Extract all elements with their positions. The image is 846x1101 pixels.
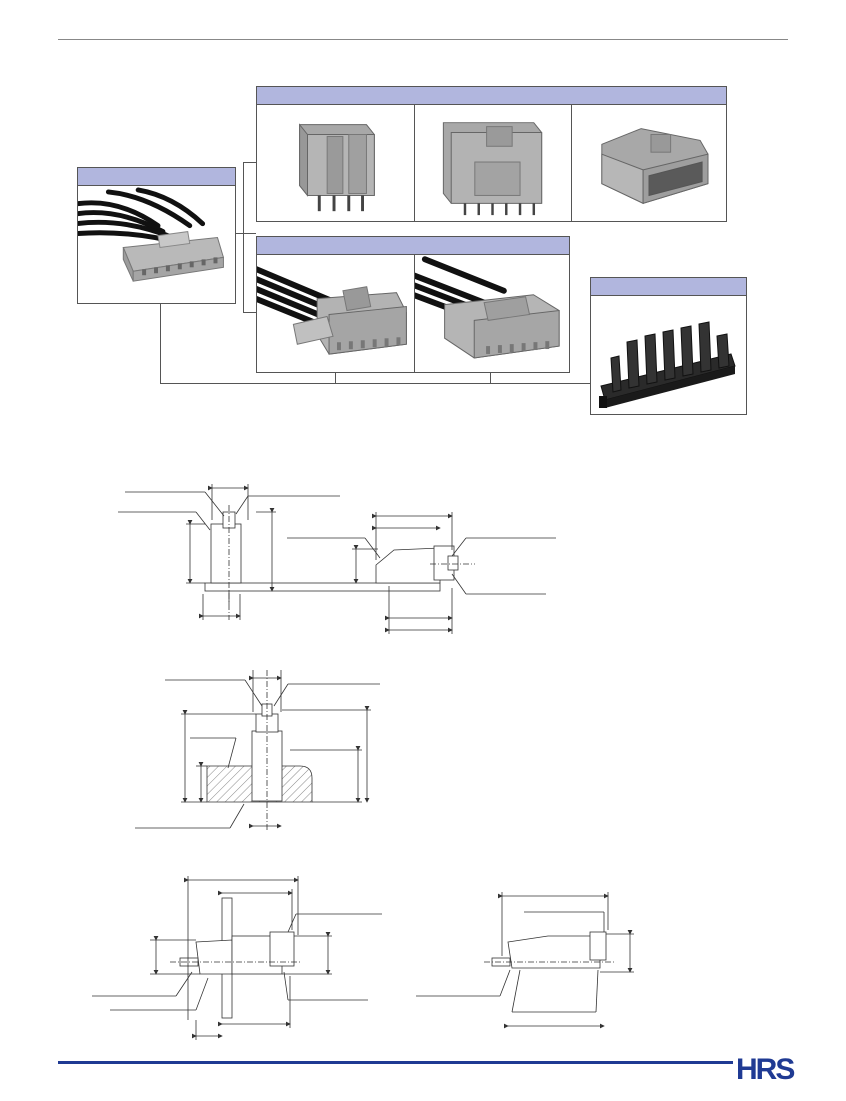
- hrs-logo: HRS: [736, 1053, 795, 1086]
- right-angle-header-icon: [601, 128, 709, 205]
- header-photos-box-header: [257, 87, 726, 105]
- housing-photos-box-header: [257, 237, 569, 255]
- bottom-link-tick-b: [490, 373, 491, 383]
- housing-photos-box: [256, 236, 570, 373]
- bottom-link-tick-a: [335, 373, 336, 383]
- bottom-link-vertical: [160, 304, 161, 383]
- retainer-box-header: [591, 278, 746, 296]
- header-photos-box: [256, 86, 727, 222]
- retainer-photo: [591, 296, 746, 414]
- housing-cell-a: [257, 255, 414, 372]
- housing-cable-icon-b: [415, 256, 560, 359]
- bracket-top: [243, 162, 256, 163]
- straight-header-cell: [257, 105, 414, 221]
- straight-header-icon: [299, 123, 375, 212]
- retainer-clip-icon: [599, 321, 736, 408]
- drawing-right-angle-header-side: [287, 512, 556, 634]
- bracket-bottom: [243, 312, 256, 313]
- housing-cable-icon-a: [257, 266, 407, 355]
- receptacle-cable-box: [77, 167, 236, 304]
- receptacle-cable-photo: [78, 186, 235, 303]
- straight-header-wide-icon: [442, 122, 543, 216]
- drawing-housing-panel-lock: [92, 876, 382, 1040]
- receptacle-cable-icon: [78, 187, 225, 282]
- right-angle-header-cell: [571, 105, 727, 221]
- bracket-vertical: [243, 162, 244, 312]
- drawing-straight-header-side: [118, 484, 441, 620]
- drawing-housing-side: [416, 892, 634, 1029]
- bracket-mid: [236, 233, 256, 234]
- drawing-panel-mount-section: [135, 670, 380, 832]
- top-rule: [58, 39, 788, 40]
- retainer-box: [590, 277, 747, 415]
- footer-rule: [58, 1061, 733, 1064]
- bottom-link-horizontal: [160, 383, 590, 384]
- housing-cell-b: [414, 255, 570, 372]
- receptacle-cable-box-header: [78, 168, 235, 186]
- wide-header-cell: [414, 105, 571, 221]
